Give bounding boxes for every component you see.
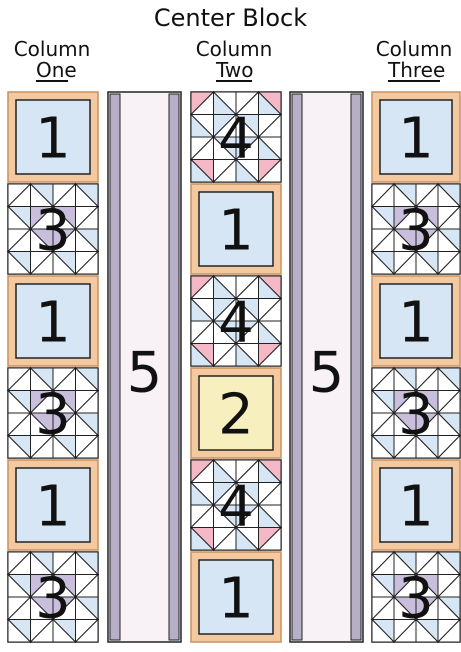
col3-block-6-number: 3 (398, 567, 434, 632)
col1-block-4-number: 3 (35, 383, 71, 448)
col1-block-6-number: 3 (35, 567, 71, 632)
col2-block-4-number: 2 (218, 383, 254, 448)
col2-block-6-number: 1 (218, 567, 254, 632)
col3-block-1-number: 1 (398, 107, 434, 172)
col1-block-3-number: 1 (35, 291, 71, 356)
col2-block-2-number: 1 (218, 199, 254, 264)
col1-block-1-number: 1 (35, 107, 71, 172)
col3-block-3-number: 1 (398, 291, 434, 356)
col1-block-2-number: 3 (35, 199, 71, 264)
col2-block-1-number: 4 (218, 107, 254, 172)
col1-block-5-number: 1 (35, 475, 71, 540)
col3-block-4-number: 3 (398, 383, 434, 448)
col2-block-3-number: 4 (218, 291, 254, 356)
col3-block-5-number: 1 (398, 475, 434, 540)
col2-block-5-number: 4 (218, 475, 254, 540)
sashing-strip-left-number: 5 (127, 341, 163, 406)
col3-block-2-number: 3 (398, 199, 434, 264)
sashing-strip-right-number: 5 (309, 341, 345, 406)
